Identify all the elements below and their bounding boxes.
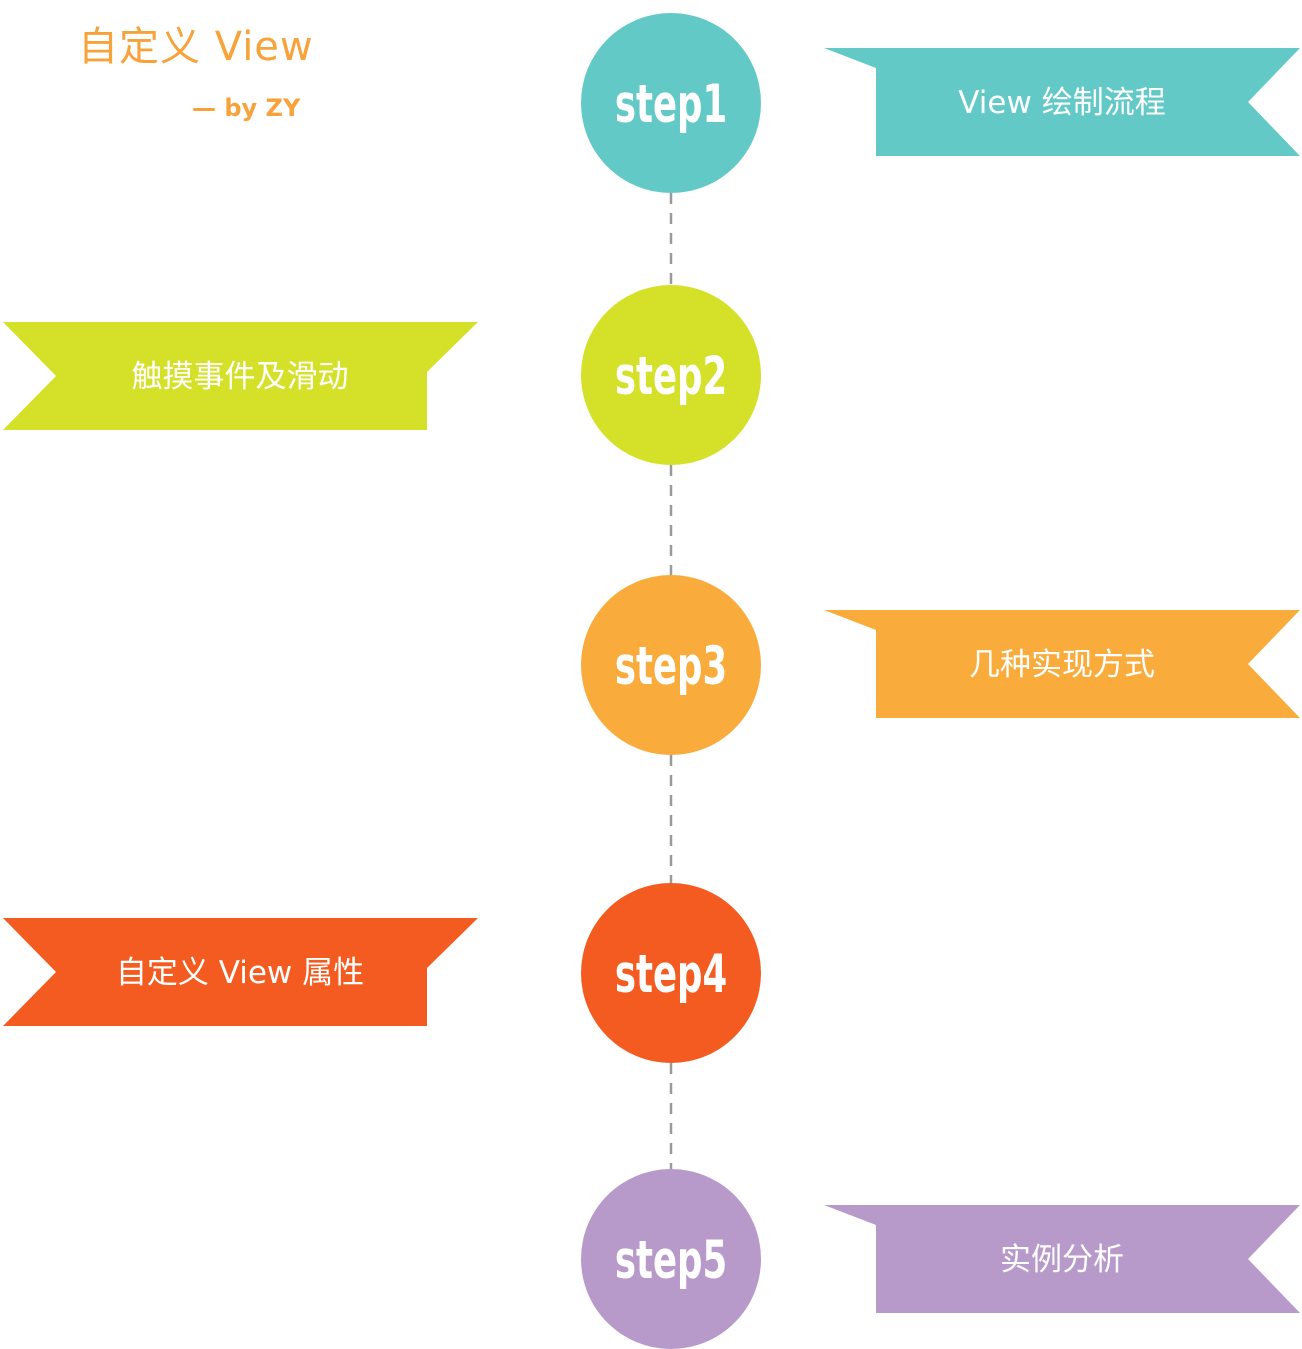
step-topic-2: 触摸事件及滑动 — [132, 359, 349, 395]
step-circle-1 — [581, 13, 761, 193]
step-ribbon-1 — [824, 48, 1300, 156]
step-label-3: step3 — [615, 635, 727, 696]
step-label-5: step5 — [615, 1229, 727, 1290]
step-label-4: step4 — [615, 943, 727, 1004]
step-topic-5: 实例分析 — [1000, 1242, 1124, 1278]
step-ribbon-3 — [824, 610, 1300, 718]
step-ribbon-2 — [3, 322, 478, 430]
step-circle-5 — [581, 1169, 761, 1349]
step-label-2: step2 — [615, 345, 727, 406]
step-topic-1: View 绘制流程 — [958, 85, 1165, 121]
step-circle-2 — [581, 285, 761, 465]
step-ribbon-4 — [3, 918, 478, 1026]
step-circle-3 — [581, 575, 761, 755]
step-topic-4: 自定义 View 属性 — [116, 955, 364, 991]
step-circle-4 — [581, 883, 761, 1063]
diagram-author: — by ZY — [192, 94, 301, 122]
step-label-1: step1 — [615, 73, 727, 134]
diagram-title: 自定义 View — [78, 24, 314, 70]
step-ribbon-5 — [824, 1205, 1300, 1313]
step-topic-3: 几种实现方式 — [969, 647, 1155, 683]
